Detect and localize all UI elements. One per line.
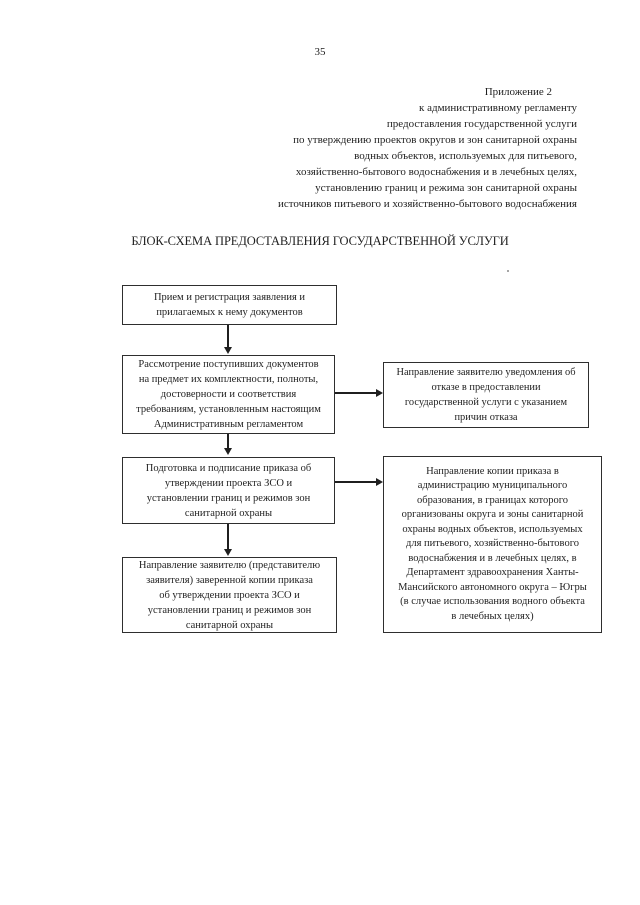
page-number: 35 xyxy=(314,46,326,58)
arrow-right-icon xyxy=(376,389,383,397)
arrow-down-icon xyxy=(224,549,232,556)
arrow-right-icon xyxy=(376,478,383,486)
arrow-down-icon xyxy=(224,347,232,354)
arrow-review-to-order-line xyxy=(227,434,229,448)
arrow-reception-to-review-line xyxy=(227,325,229,347)
arrow-order-to-copy-admin-line xyxy=(335,481,376,483)
arrow-order-to-copy-applicant-line xyxy=(227,524,229,549)
arrow-down-icon xyxy=(224,448,232,455)
document-title: БЛОК-СХЕМА ПРЕДОСТАВЛЕНИЯ ГОСУДАРСТВЕННО… xyxy=(131,234,509,248)
arrow-review-to-refusal-line xyxy=(335,392,376,394)
scan-speck xyxy=(507,270,509,272)
